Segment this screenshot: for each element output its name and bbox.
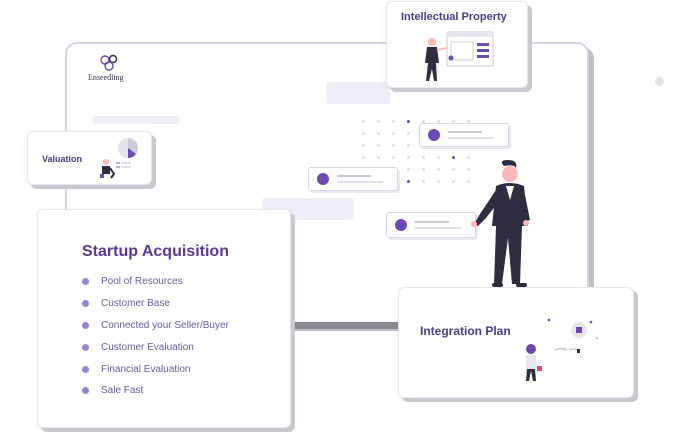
- mini-card-dot: [395, 219, 407, 231]
- list-item: Customer Base: [82, 293, 229, 315]
- valuation-illustration: [100, 138, 138, 179]
- bullet-icon: [82, 365, 89, 373]
- placeholder-bar: [326, 82, 390, 104]
- integration-plan-card: Integration Plan: [398, 287, 634, 398]
- bullet-icon: [82, 300, 89, 308]
- bullet-icon: [82, 343, 89, 351]
- intellectual-property-title: Intellectual Property: [401, 11, 507, 23]
- acquisition-feature-list: Pool of Resources Customer Base Connecte…: [82, 271, 229, 402]
- list-item: Connected your Seller/Buyer: [82, 315, 229, 337]
- decorative-dot: [655, 77, 664, 86]
- ip-illustration: [425, 31, 494, 81]
- mini-card: [419, 123, 509, 147]
- logo-icon: [100, 54, 118, 71]
- list-item: Pool of Resources: [82, 271, 229, 293]
- brand-logo: Enseedling: [86, 54, 136, 84]
- businessman-illustration: [471, 160, 530, 287]
- valuation-title: Valuation: [42, 154, 83, 164]
- mini-card-dot: [317, 173, 329, 185]
- startup-acquisition-card: [37, 209, 291, 428]
- screen-base: [265, 322, 405, 329]
- bullet-icon: [82, 321, 89, 329]
- intellectual-property-card: Intellectual Property: [386, 1, 528, 88]
- mini-card: [308, 167, 398, 191]
- list-item: Customer Evaluation: [82, 336, 229, 358]
- list-item: Financial Evaluation: [82, 358, 229, 380]
- bullet-icon: [82, 278, 89, 286]
- placeholder-bar: [92, 116, 180, 124]
- brand-name: Enseedling: [88, 73, 124, 82]
- mini-card-dot: [428, 129, 440, 141]
- valuation-card: Valuation: [27, 131, 152, 185]
- bullet-icon: [82, 387, 89, 395]
- mini-card: [386, 212, 476, 238]
- list-item: Sale Fast: [82, 380, 229, 402]
- integration-illustration: [526, 318, 599, 381]
- startup-acquisition-title: Startup Acquisition: [82, 243, 229, 260]
- integration-plan-title: Integration Plan: [420, 324, 511, 338]
